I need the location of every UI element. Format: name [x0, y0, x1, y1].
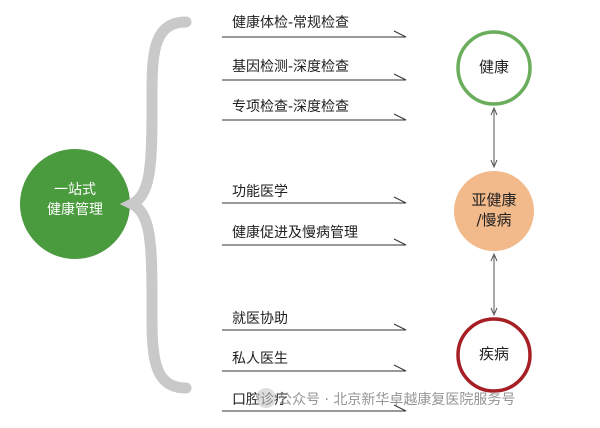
status-label-healthy: 健康 — [478, 58, 509, 76]
item-arrow — [222, 113, 407, 121]
status-label-subhealth: 亚健康 /慢病 — [471, 191, 517, 229]
item-arrow — [222, 238, 407, 246]
curly-brace — [119, 16, 192, 394]
status-node-healthy — [456, 30, 532, 106]
item-label: 私人医生 — [232, 351, 288, 367]
connector-bottom — [490, 252, 498, 317]
item-arrow — [222, 196, 407, 204]
item-label: 就医协助 — [232, 311, 288, 327]
main-node-circle — [20, 149, 130, 259]
item-arrow — [222, 323, 407, 331]
item-arrow — [222, 364, 407, 372]
watermark-logo-icon — [256, 388, 276, 408]
status-node-disease — [456, 317, 532, 393]
item-label: 基因检测-深度检查 — [232, 59, 350, 75]
item-label: 健康促进及慢病管理 — [232, 225, 358, 241]
item-label: 健康体检-常规检查 — [232, 15, 350, 31]
status-node-subhealth — [454, 171, 534, 251]
item-arrow — [222, 30, 407, 38]
item-label: 功能医学 — [232, 184, 288, 200]
main-node-label: 一站式 健康管理 — [47, 182, 103, 218]
item-arrow — [222, 404, 407, 412]
item-arrows — [222, 30, 407, 412]
watermark: 公众号 · 北京新华卓越康复医院服务号 — [278, 392, 516, 408]
item-arrow — [222, 73, 407, 81]
connector-top — [490, 106, 498, 169]
status-label-disease: 疾病 — [478, 345, 509, 363]
item-label: 专项检查-深度检查 — [232, 99, 350, 115]
